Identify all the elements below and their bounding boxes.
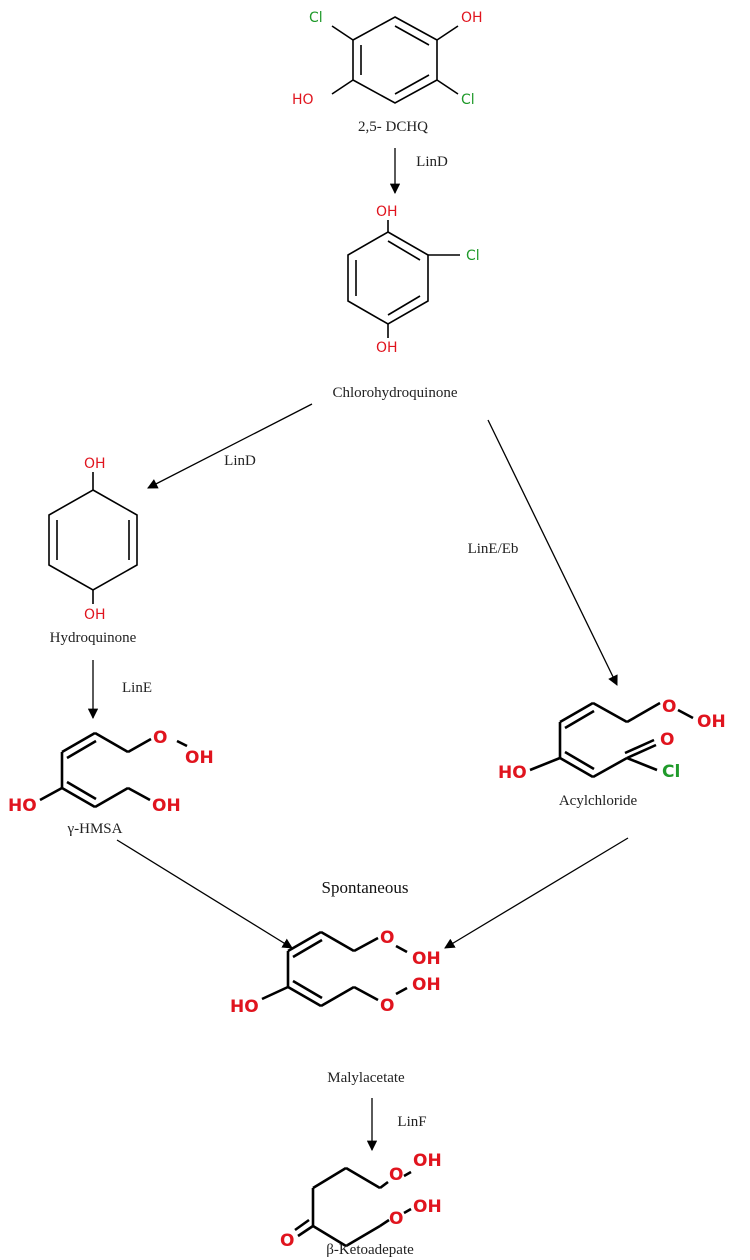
hydroxyl-label: HO: [498, 763, 527, 783]
chlorine-label: Cl: [466, 248, 480, 264]
hydroxyl-label: HO: [8, 796, 37, 816]
hydroxyl-label: OH: [412, 949, 441, 969]
arrow-hmsa-to-malylacetate: [116, 839, 293, 949]
arrow-chlorohydroquinone-to-hydroquinone: [147, 403, 313, 489]
enzyme-linf-label: LinF: [397, 1114, 426, 1130]
chlorine-label: Cl: [309, 10, 323, 26]
spontaneous-label: Spontaneous: [322, 878, 409, 897]
hydroxyl-label: OH: [185, 748, 214, 768]
arrow-acylchloride-to-malylacetate: [444, 837, 629, 949]
arrow-chlorohydroquinone-to-acylchloride: [487, 419, 618, 686]
dchq-name: 2,5- DCHQ: [358, 119, 428, 135]
oxygen-label: O: [662, 697, 676, 717]
oxygen-label: O: [389, 1209, 403, 1229]
malylacetate-structure: O OH O OH HO: [230, 928, 441, 1017]
hydroquinone-name: Hydroquinone: [50, 630, 137, 646]
oxygen-label: O: [380, 928, 394, 948]
hydroquinone-structure: OH OH: [48, 456, 138, 623]
carbonyl-oxygen-label: O: [280, 1231, 294, 1251]
hydroxyl-label: OH: [84, 456, 106, 472]
ketoadipate-name: β-Ketoadepate: [326, 1242, 414, 1258]
hydroxyl-label: HO: [292, 92, 314, 108]
hydroxyl-label: OH: [376, 204, 398, 220]
hmsa-structure: O OH HO OH: [8, 728, 214, 816]
acylchloride-structure: O OH O Cl HO: [498, 697, 726, 783]
hydroxyl-label: OH: [413, 1197, 442, 1217]
carbonyl-oxygen-label: O: [660, 730, 674, 750]
ketoadipate-structure: O OH O OH O: [280, 1151, 442, 1251]
chlorohydroquinone-name: Chlorohydroquinone: [333, 385, 458, 401]
hmsa-name: γ-HMSA: [67, 821, 123, 837]
enzyme-line-eb-label: LinE/Eb: [468, 541, 519, 557]
chlorine-label: Cl: [461, 92, 475, 108]
hydroxyl-label: OH: [413, 1151, 442, 1171]
enzyme-lind-label: LinD: [416, 154, 448, 170]
dchq-structure: Cl OH HO Cl: [292, 10, 483, 108]
hydroxyl-label: OH: [412, 975, 441, 995]
hydroxyl-label: OH: [697, 712, 726, 732]
malylacetate-name: Malylacetate: [327, 1070, 405, 1086]
oxygen-label: O: [380, 996, 394, 1016]
hydroxyl-label: OH: [84, 607, 106, 623]
oxygen-label: O: [389, 1165, 403, 1185]
hydroxyl-label: OH: [152, 796, 181, 816]
hydroxyl-label: OH: [461, 10, 483, 26]
hydroxyl-label: OH: [376, 340, 398, 356]
chlorohydroquinone-structure: OH Cl OH: [347, 204, 480, 356]
enzyme-lind-label: LinD: [224, 453, 256, 469]
chlorine-label: Cl: [662, 762, 680, 782]
enzyme-line-label: LinE: [122, 680, 152, 696]
oxygen-label: O: [153, 728, 167, 748]
hydroxyl-label: HO: [230, 997, 259, 1017]
acylchloride-name: Acylchloride: [559, 793, 638, 809]
